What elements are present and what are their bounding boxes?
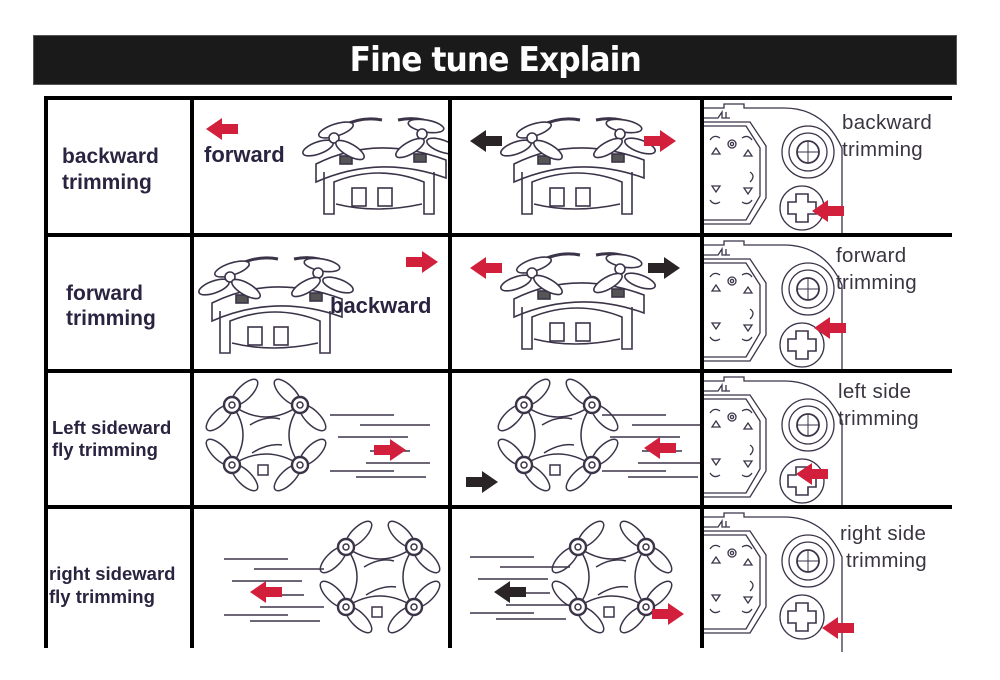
red-pointer-arrow-icon: [822, 617, 854, 639]
remote-caption-line: forward: [836, 244, 907, 267]
fine-tune-table: backward trimming: [44, 96, 956, 652]
remote-body: [704, 376, 843, 505]
motion-caption: backward: [330, 293, 432, 318]
arrow-shape: [814, 317, 846, 339]
red-pointer-arrow-icon: [796, 463, 828, 485]
drone-frame: [205, 378, 327, 492]
arrow-shape: [406, 251, 438, 273]
red-left-arrow-icon: [470, 257, 502, 279]
red-right-arrow-icon: [652, 603, 684, 625]
remote-caption-line: backward: [842, 111, 933, 134]
arrow-shape: [644, 130, 676, 152]
dark-right-arrow-icon: [644, 437, 676, 459]
arrow-shape: [644, 437, 676, 459]
drone-body: [500, 117, 656, 215]
motion-image-forward: forward: [194, 100, 448, 233]
dark-left-arrow-icon: [494, 581, 526, 603]
arrow-shape: [470, 257, 502, 279]
row-label-left-sideward: Left sideward fly trimming: [48, 373, 190, 505]
remote-controller-icon: [704, 103, 844, 233]
red-right-arrow-icon: [374, 439, 406, 461]
arrow-shape: [822, 617, 854, 639]
drift-image-row1: [452, 100, 700, 233]
label-line: Left sideward: [52, 416, 172, 438]
arrow-shape: [206, 118, 238, 140]
drone-top-view-icon: [466, 378, 700, 493]
row-label-right-sideward: right sideward fly trimming: [48, 509, 190, 652]
drone-top-view-icon: [470, 520, 684, 634]
label-line: forward: [66, 281, 144, 305]
remote-caption-line: left side: [838, 380, 912, 403]
remote-image-row2: forward trimming: [704, 237, 956, 369]
remote-caption-line: trimming: [842, 137, 923, 161]
drone-top-view-icon: [224, 520, 441, 634]
arrow-shape: [652, 603, 684, 625]
title-banner: Fine tune Explain: [33, 35, 957, 85]
remote-caption-line: trimming: [838, 406, 919, 430]
red-right-arrow-icon: [644, 130, 676, 152]
arrow-shape: [374, 439, 406, 461]
remote-image-row3: left side trimming: [704, 373, 956, 505]
label-line: right sideward: [49, 563, 176, 585]
row-label-backward-trimming: backward trimming: [48, 100, 190, 233]
drone-body: [198, 256, 354, 354]
remote-image-row4: right side trimming: [704, 509, 956, 652]
drift-image-row3: [452, 373, 700, 505]
drone-side-view-icon: [470, 117, 676, 215]
drone-side-view-icon: [198, 251, 438, 354]
label-line: backward: [62, 145, 159, 169]
motion-image-right-sideward: [194, 509, 448, 652]
motion-caption: forward: [204, 142, 285, 167]
remote-image-row1: backward trimming: [704, 100, 956, 233]
arrow-shape: [648, 257, 680, 279]
drone-side-view-icon: [470, 252, 680, 350]
remote-controller-icon: [704, 240, 846, 369]
red-pointer-arrow-icon: [814, 317, 846, 339]
drone-frame: [497, 378, 619, 492]
arrow-shape: [250, 581, 282, 603]
arrow-shape: [812, 200, 844, 222]
remote-caption-line: trimming: [846, 548, 927, 572]
red-left-arrow-icon: [466, 471, 498, 493]
remote-body: [704, 512, 843, 652]
label-line: fly trimming: [49, 585, 155, 607]
red-right-arrow-icon: [406, 251, 438, 273]
arrow-shape: [466, 471, 498, 493]
drone-body: [500, 252, 656, 350]
drone-top-view-icon: [205, 378, 430, 492]
arrow-shape: [470, 130, 502, 152]
drift-image-row4: [452, 509, 700, 652]
label-line: trimming: [62, 170, 152, 194]
remote-body: [704, 240, 843, 369]
dark-right-arrow-icon: [648, 257, 680, 279]
red-left-arrow-icon: [250, 581, 282, 603]
remote-body: [704, 103, 843, 233]
red-pointer-arrow-icon: [812, 200, 844, 222]
page-title: Fine tune Explain: [349, 40, 641, 80]
drone-side-view-icon: [206, 117, 448, 215]
arrow-shape: [494, 581, 526, 603]
row-label-forward-trimming: forward trimming: [48, 237, 190, 369]
label-line: fly trimming: [52, 439, 158, 460]
arrow-shape: [796, 463, 828, 485]
red-left-arrow-icon: [206, 118, 238, 140]
drift-image-row2: [452, 237, 700, 369]
drone-frame: [319, 520, 441, 634]
drone-body: [302, 117, 448, 215]
label-line: trimming: [66, 307, 156, 330]
dark-left-arrow-icon: [470, 130, 502, 152]
remote-controller-icon: [704, 512, 854, 652]
motion-image-left-sideward: [194, 373, 448, 505]
remote-caption-line: trimming: [836, 270, 917, 294]
remote-caption-line: right side: [840, 522, 927, 545]
drone-frame: [551, 520, 673, 634]
motion-image-backward: backward: [194, 237, 448, 369]
remote-controller-icon: [704, 376, 843, 505]
